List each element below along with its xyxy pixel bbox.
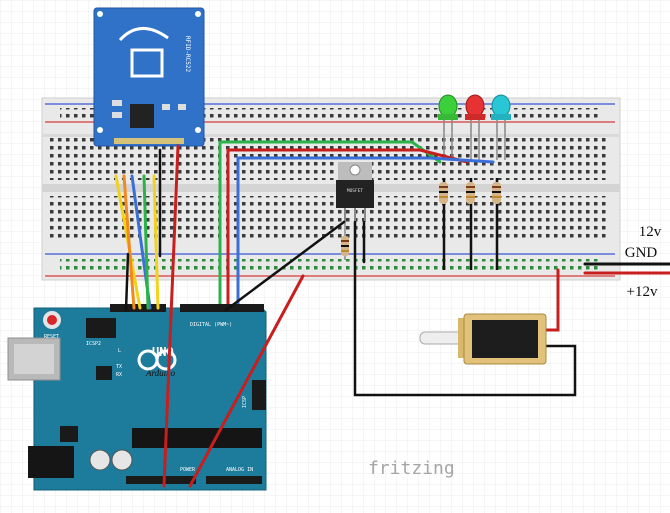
arduino-brand: Arduino bbox=[145, 368, 176, 378]
rx-label: RX bbox=[116, 372, 122, 378]
mosfet-label: MOSFET bbox=[347, 188, 364, 194]
analog-label: ANALOG IN bbox=[226, 467, 253, 473]
led-red bbox=[465, 94, 485, 160]
icsp2-label: ICSP2 bbox=[86, 341, 101, 347]
icsp-label: ICSP bbox=[242, 396, 248, 408]
led-cyan bbox=[491, 94, 511, 160]
arduino-header-digital bbox=[180, 304, 264, 312]
reset-label: RESET bbox=[44, 334, 59, 340]
label-gnd: GND bbox=[625, 245, 658, 261]
power-label: POWER bbox=[180, 467, 196, 473]
rfid-model-label: RFID-RC522 bbox=[184, 36, 191, 73]
tx-label: TX bbox=[116, 364, 122, 370]
fritzing-watermark: fritzing bbox=[368, 458, 455, 479]
led-resistors bbox=[439, 178, 501, 270]
arduino-header-left bbox=[110, 304, 166, 312]
label-12v: 12v bbox=[639, 224, 662, 240]
arduino-uno: RESET ICSP2 DIGITAL (PWM~) UNO Arduino T… bbox=[7, 304, 267, 491]
mosfet: MOSFET bbox=[336, 162, 374, 222]
rfid-module: RFID-RC522 bbox=[93, 7, 205, 147]
breadboard-wires bbox=[158, 140, 670, 397]
arduino-wires bbox=[114, 144, 346, 488]
label-12v-positive: +12v bbox=[627, 284, 658, 300]
led-green bbox=[438, 94, 458, 160]
atmega-chip bbox=[132, 428, 262, 448]
l-label: L bbox=[118, 348, 121, 354]
gate-resistor bbox=[341, 222, 349, 260]
digital-label: DIGITAL (PWM~) bbox=[190, 322, 232, 328]
solenoid bbox=[419, 313, 547, 365]
arduino-header-power bbox=[126, 476, 196, 484]
arduino-header-analog bbox=[206, 476, 262, 484]
